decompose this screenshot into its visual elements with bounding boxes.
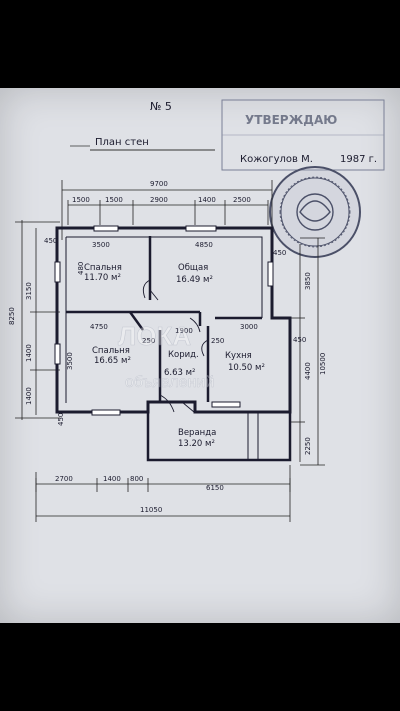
dim-left-total: 8250 [8, 307, 16, 325]
dim-top-total: 9700 [150, 180, 168, 188]
dim-int-3000: 3000 [240, 323, 258, 331]
dim-int-450-r: 450 [293, 336, 306, 344]
room-kitchen-area: 10.50 м² [228, 363, 265, 373]
left-dimension-chain [15, 220, 60, 420]
watermark-caption: объявлений [125, 374, 214, 391]
dim-int-450-bl: 450 [57, 413, 65, 426]
window-marks [54, 225, 274, 416]
bottom-black-bar [0, 623, 400, 711]
room-living-area: 16.49 м² [176, 275, 213, 285]
room-bedroom-2-name: Спальня [92, 346, 130, 356]
dim-int-450-tr: 450 [273, 249, 286, 257]
approval-stamp: УТВЕРЖДАЮ Кожогулов М. 1987 г. [221, 99, 385, 171]
dim-top-seg-1: 1500 [72, 196, 90, 204]
dim-int-250-a: 250 [142, 337, 155, 345]
dim-top-seg-3: 2900 [150, 196, 168, 204]
approval-year: 1987 г. [340, 154, 377, 165]
room-veranda-area: 13.20 м² [178, 439, 215, 449]
interior-walls [66, 236, 262, 402]
veranda-outline [146, 412, 292, 462]
dim-bottom-seg-2: 1400 [103, 475, 121, 483]
dim-int-4750: 4750 [90, 323, 108, 331]
dim-right-total: 10500 [319, 353, 327, 375]
dim-bottom-total: 11050 [140, 506, 162, 514]
watermark: ЛОКА объявлений [118, 321, 215, 392]
bottom-dimension-chain [35, 465, 291, 522]
dim-int-3500-v: 3500 [66, 352, 74, 370]
dim-bottom-seg-3: 800 [130, 475, 143, 483]
dim-int-450-tl: 450 [44, 237, 57, 245]
sheet-number: № 5 [150, 100, 172, 113]
watermark-brand: ЛОКА [118, 321, 191, 351]
dim-right-seg-2: 4400 [304, 362, 312, 380]
dim-bottom-seg-1: 2700 [55, 475, 73, 483]
room-bedroom-1-name: Спальня [84, 263, 122, 273]
room-veranda-name: Веранда [178, 428, 216, 438]
dim-top-seg-2: 1500 [105, 196, 123, 204]
room-corridor-area: 6.63 м² [164, 368, 195, 378]
dim-bottom-seg-4: 6150 [206, 484, 224, 492]
room-kitchen-name: Кухня [225, 351, 252, 361]
room-bedroom-2-area: 16.65 м² [94, 356, 131, 366]
room-bedroom-1-area: 11.70 м² [84, 273, 121, 283]
top-dimension-chain [61, 180, 273, 240]
right-dimension-chain [290, 237, 325, 466]
door-swings [142, 279, 209, 413]
dim-left-seg-2: 1400 [25, 344, 33, 362]
drawing-sheet [0, 88, 400, 623]
plan-title: План стен [95, 137, 149, 148]
dim-int-250-b: 250 [211, 337, 224, 345]
dim-int-3500: 3500 [92, 241, 110, 249]
approval-stamp-heading: УТВЕРЖДАЮ [245, 113, 337, 127]
dim-int-480: 480 [77, 262, 85, 275]
dim-top-seg-4: 1400 [198, 196, 216, 204]
room-corridor-name: Корид. [168, 350, 199, 360]
dim-int-1900: 1900 [175, 327, 193, 335]
dim-right-seg-1: 3850 [304, 272, 312, 290]
dim-int-4850: 4850 [195, 241, 213, 249]
dim-left-seg-1: 3150 [25, 282, 33, 300]
room-living-name: Общая [178, 263, 208, 273]
dim-left-seg-3: 1400 [25, 387, 33, 405]
approval-signatory: Кожогулов М. [240, 154, 313, 165]
dim-right-seg-3: 2250 [304, 437, 312, 455]
dim-top-seg-5: 2500 [233, 196, 251, 204]
round-seal [269, 166, 361, 258]
